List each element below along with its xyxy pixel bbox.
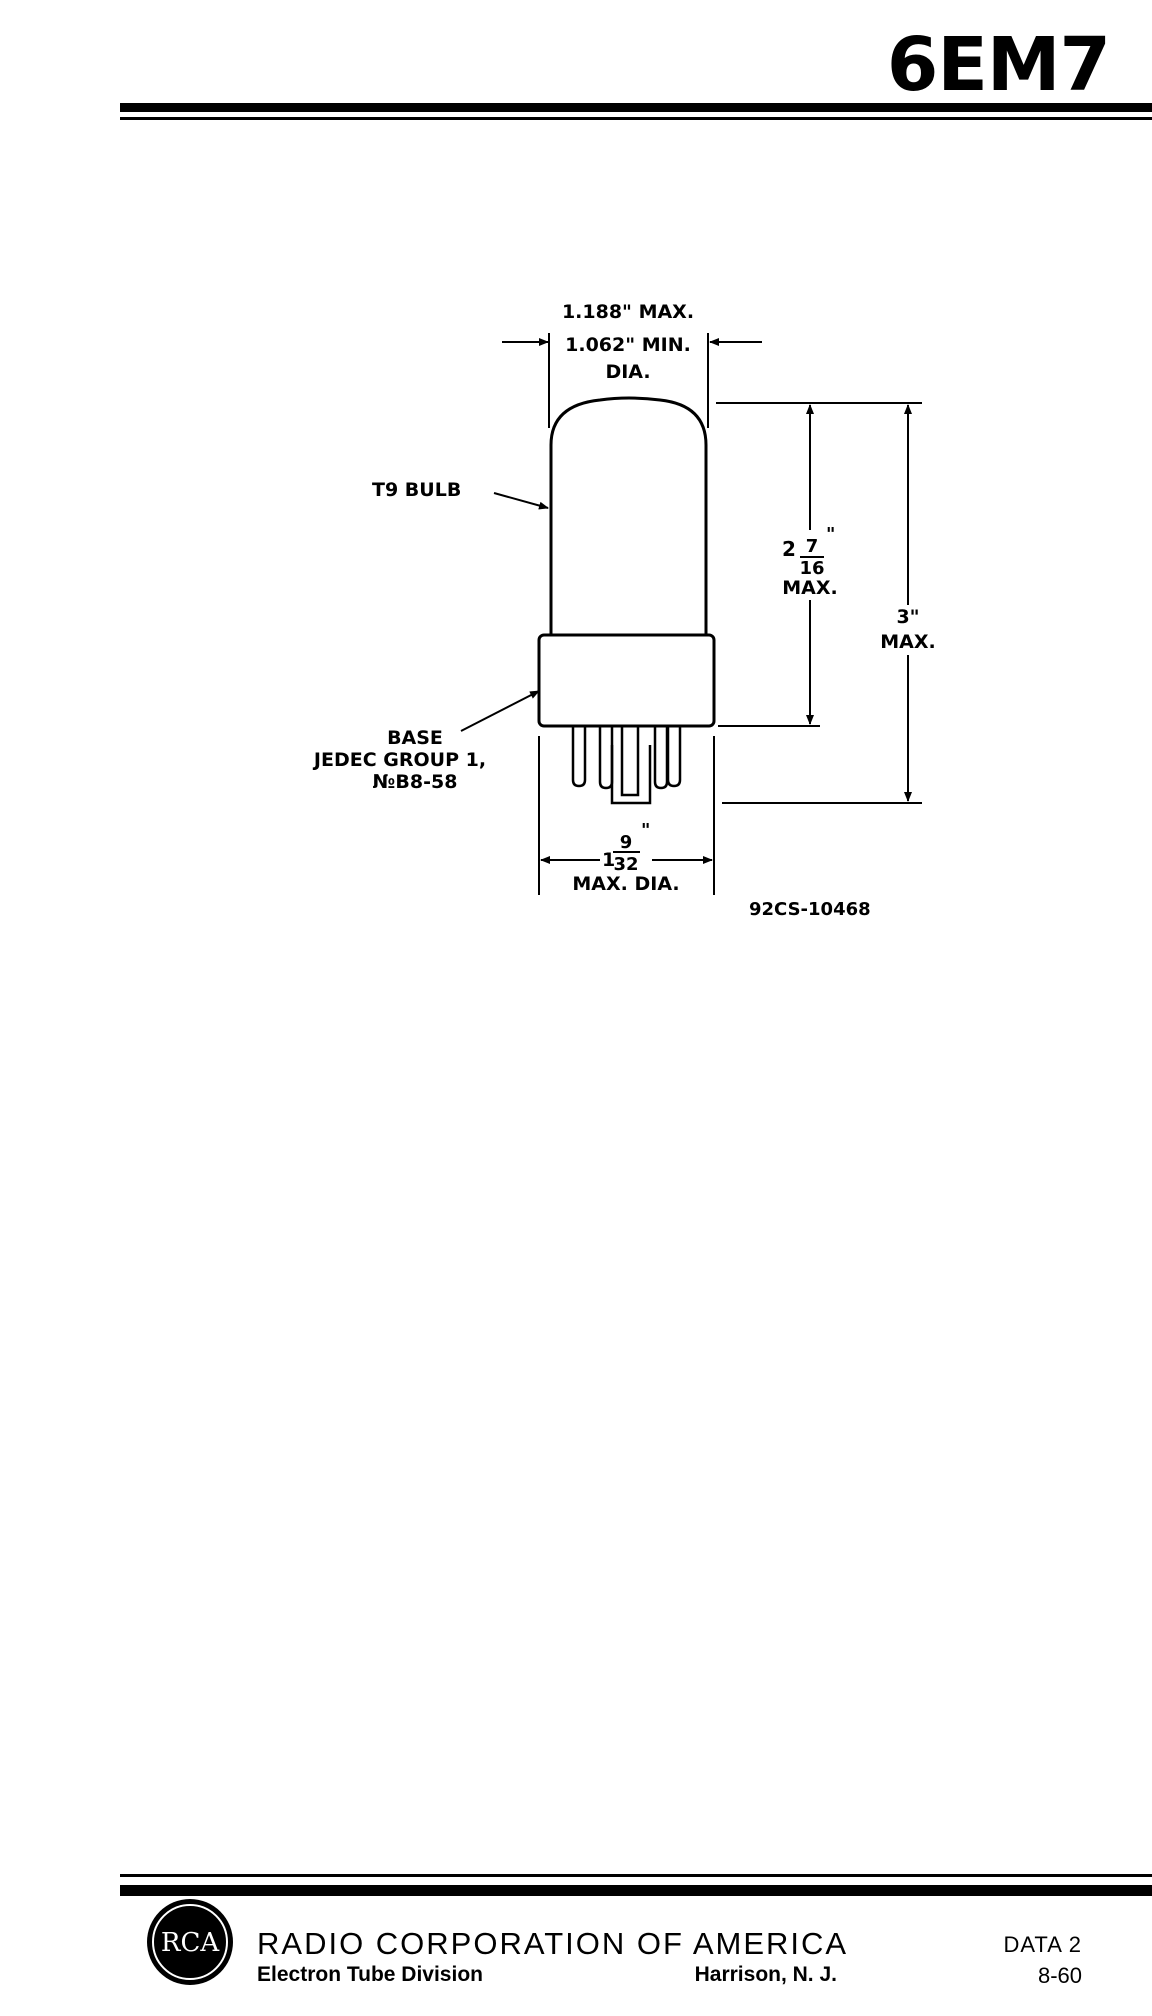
drawing-number: 92CS-10468 <box>749 899 871 920</box>
base-dia-label: MAX. DIA. <box>572 873 679 895</box>
seated-height-unit: " <box>826 524 835 545</box>
rca-logo: RCA <box>147 1899 233 1985</box>
bulb-dia-label: DIA. <box>605 361 650 383</box>
base-dia-whole: 1 <box>602 849 615 871</box>
location: Harrison, N. J. <box>694 1963 837 1986</box>
base-label-3: №B8-58 <box>373 771 458 793</box>
tube-type-title: 6EM7 <box>886 22 1111 108</box>
data-sheet-number: DATA 2 <box>1003 1932 1082 1957</box>
header-rule-thin <box>120 117 1152 120</box>
base-dia-num: 9 <box>620 832 633 853</box>
bulb-label: T9 BULB <box>372 479 461 501</box>
issue-date: 8-60 <box>1037 1963 1082 1988</box>
seated-height-whole: 2 <box>782 537 796 561</box>
footer-rule-thin <box>120 1874 1152 1877</box>
seated-height-max: MAX. <box>782 577 837 599</box>
header-rule-thick <box>120 103 1152 112</box>
seated-height-den: 16 <box>799 558 824 579</box>
division-name: Electron Tube Division <box>257 1963 483 1986</box>
overall-height-max: MAX. <box>880 631 935 653</box>
base-dia-unit: " <box>641 820 650 841</box>
tube-outline-drawing: 1.188" MAX. 1.062" MIN. DIA. T9 BULB 2 7… <box>312 301 936 920</box>
company-name: RADIO CORPORATION OF AMERICA <box>257 1926 849 1961</box>
pins <box>571 726 682 805</box>
rca-logo-text: RCA <box>161 1928 220 1958</box>
bulb-dia-max: 1.188" MAX. <box>562 301 694 323</box>
base-outline <box>537 633 716 728</box>
bulb-outline <box>549 396 708 635</box>
overall-height: 3" <box>896 606 919 628</box>
base-label-2: JEDEC GROUP 1, <box>312 749 486 771</box>
base-dia-den: 32 <box>613 854 638 875</box>
base-label-1: BASE <box>387 727 443 749</box>
footer-rule-thick <box>120 1885 1152 1896</box>
bulb-dia-min: 1.062" MIN. <box>565 334 691 356</box>
seated-height-num: 7 <box>806 536 819 557</box>
